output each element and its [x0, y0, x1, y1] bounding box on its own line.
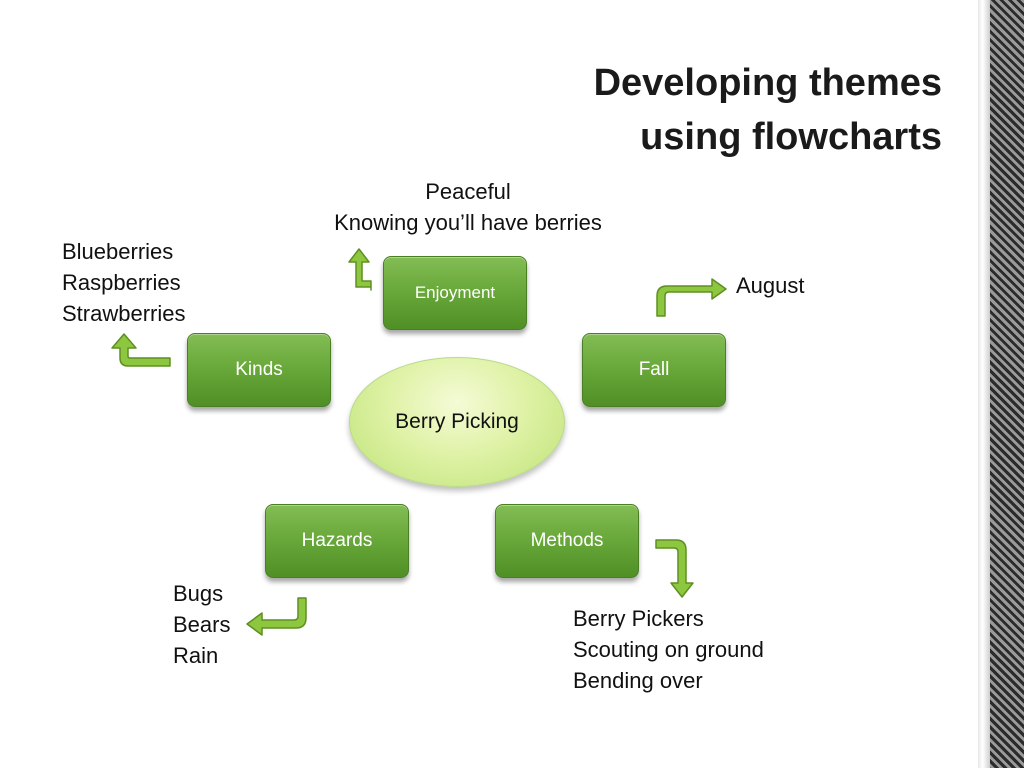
node-methods-label: Methods	[530, 530, 604, 551]
note-fall-line: August	[736, 273, 805, 298]
arrow-fall	[656, 278, 727, 317]
arrow-kinds	[111, 333, 171, 367]
note-hazards-line: Rain	[173, 643, 219, 668]
note-methods-line: Berry Pickers	[573, 606, 704, 631]
note-hazards-line: Bears	[173, 612, 231, 637]
note-kinds-line: Raspberries	[62, 270, 181, 295]
decorative-edge-strip	[978, 0, 1024, 768]
note-kinds-line: Blueberries	[62, 239, 174, 264]
node-kinds-label: Kinds	[235, 359, 283, 380]
note-enjoyment-line: Peaceful	[425, 179, 511, 204]
node-hazards: Hazards	[265, 504, 409, 578]
title-line-2: using flowcharts	[640, 116, 942, 158]
node-fall-label: Fall	[638, 359, 670, 380]
arrow-hazards	[246, 597, 307, 636]
node-hazards-label: Hazards	[301, 530, 373, 551]
arrow-enjoyment	[348, 248, 372, 291]
note-hazards: Bugs Bears Rain	[173, 578, 230, 671]
note-kinds-line: Strawberries	[62, 301, 186, 326]
node-methods: Methods	[495, 504, 639, 578]
arrow-methods	[655, 539, 694, 598]
node-fall: Fall	[582, 333, 726, 407]
center-topic-label: Berry Picking	[395, 410, 519, 433]
title-line-1: Developing themes	[593, 62, 942, 104]
center-topic-oval: Berry Picking	[349, 357, 565, 487]
note-enjoyment: Peaceful Knowing you’ll have berries	[290, 176, 646, 238]
note-methods-line: Bending over	[573, 668, 703, 693]
note-methods-line: Scouting on ground	[573, 637, 764, 662]
slide-title: Developing themes using flowcharts	[482, 56, 942, 164]
note-fall: August	[736, 270, 805, 301]
node-enjoyment: Enjoyment	[383, 256, 527, 330]
note-kinds: Blueberries Raspberries Strawberries	[62, 236, 185, 329]
note-hazards-line: Bugs	[173, 581, 224, 606]
note-enjoyment-line: Knowing you’ll have berries	[334, 210, 602, 235]
node-kinds: Kinds	[187, 333, 331, 407]
node-enjoyment-label: Enjoyment	[414, 283, 496, 302]
note-methods: Berry Pickers Scouting on ground Bending…	[573, 603, 764, 696]
